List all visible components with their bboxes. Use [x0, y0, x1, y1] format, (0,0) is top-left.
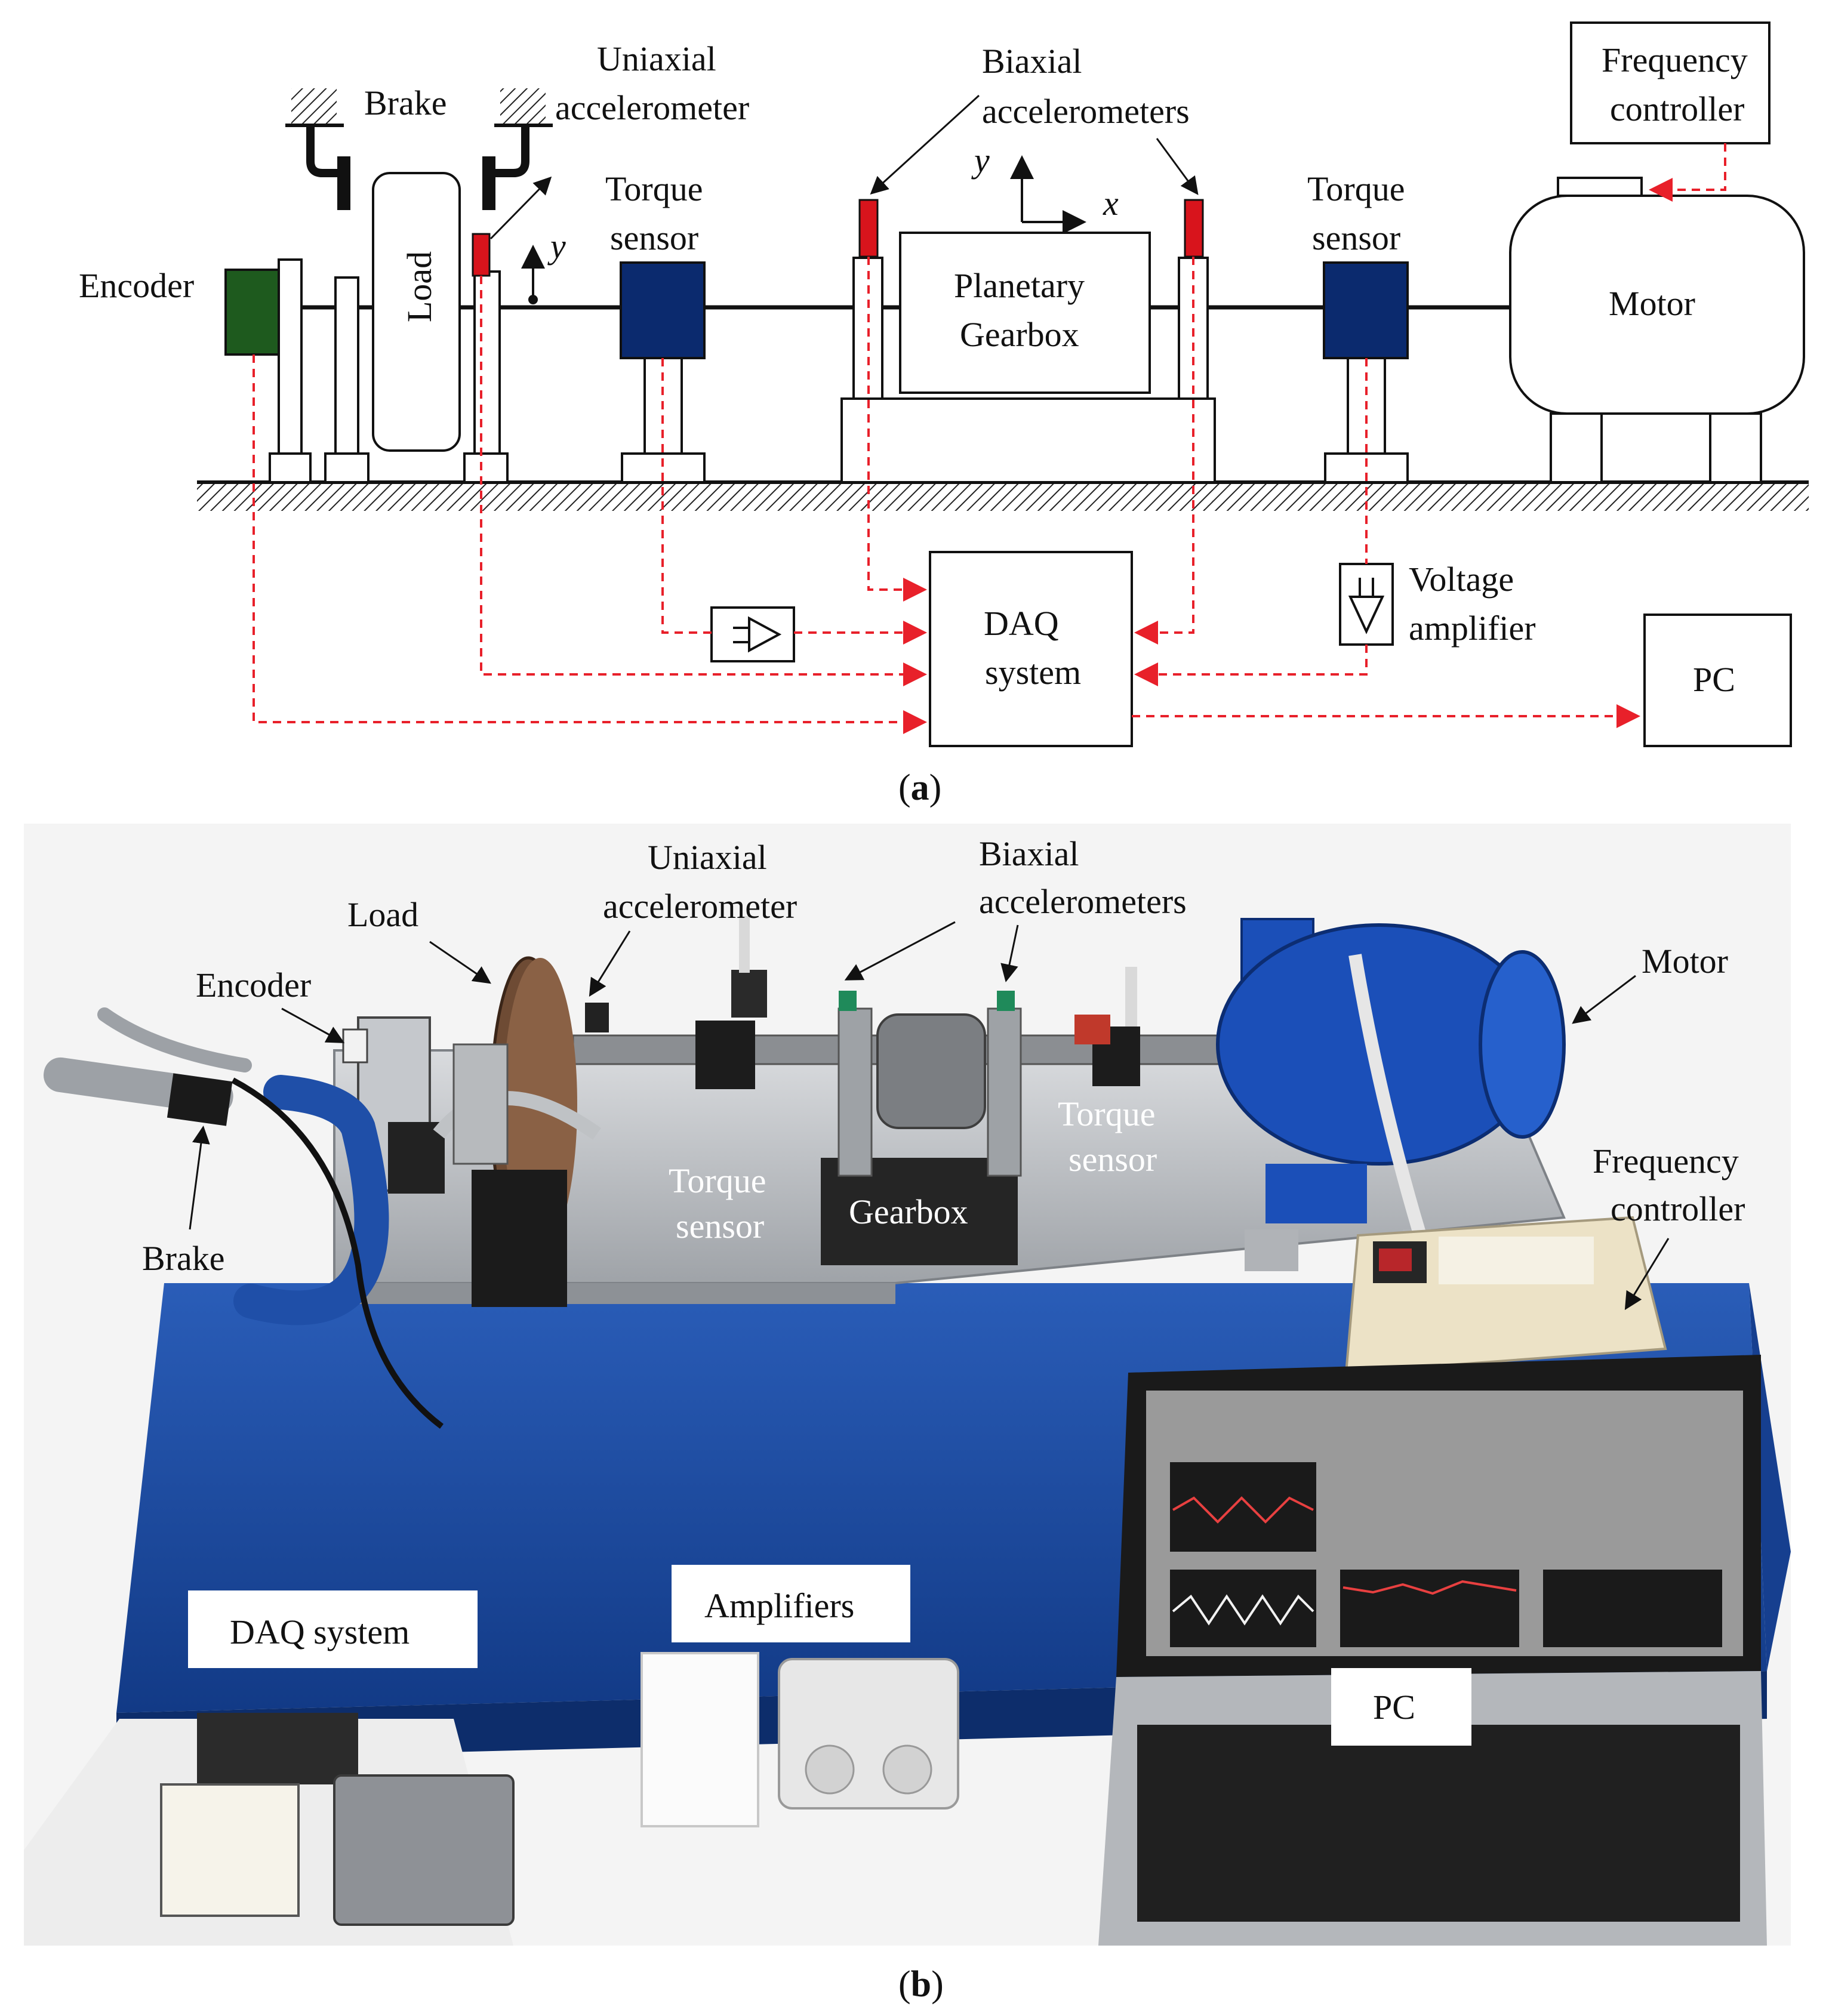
brake-assembly: Brake: [285, 84, 553, 210]
daq-system-box: DAQ system: [929, 551, 1133, 747]
photo-encoder-label: Encoder: [196, 966, 311, 1004]
photo-uniaxial-label-1: Uniaxial: [648, 838, 767, 877]
torque2-label-1: Torque: [1307, 169, 1405, 208]
daq-label-2: system: [985, 653, 1081, 692]
freq-label-2: controller: [1610, 90, 1744, 128]
uniaxial-label-1: Uniaxial: [597, 39, 716, 78]
biaxial-label-2: accelerometers: [982, 92, 1190, 131]
planetary-label-2: Gearbox: [960, 315, 1079, 354]
photo-torque1-label-2: sensor: [676, 1207, 764, 1246]
voltage-label-2: amplifier: [1409, 609, 1536, 648]
motor-block: Motor: [1509, 177, 1805, 483]
caption-a: (a): [898, 767, 941, 808]
bearing-supports: [269, 258, 509, 483]
photo-torque-sensor-2: [1074, 967, 1140, 1086]
torque-sensor-1: Torque sensor: [605, 169, 706, 483]
voltage-amplifier-symbol: Voltage amplifier: [1339, 560, 1536, 648]
torque-amplifier-symbol: [710, 606, 795, 662]
caption-b: (b): [898, 1964, 944, 2005]
frequency-controller-box: Frequency controller: [1570, 21, 1771, 202]
photo-gearbox: [821, 991, 1022, 1265]
photo-freq-label-2: controller: [1611, 1189, 1745, 1228]
photo-load-label: Load: [347, 895, 418, 934]
load-block: Load: [372, 172, 461, 452]
photo-load-disc: [433, 956, 609, 1307]
photo-daq-hardware: [24, 1713, 515, 1946]
torque1-label-1: Torque: [605, 169, 703, 208]
axis-y: y: [971, 141, 990, 180]
voltage-label-1: Voltage: [1409, 560, 1514, 599]
photo-amplifiers: [641, 1652, 959, 1827]
photo-encoder: [342, 1016, 445, 1194]
planetary-gearbox: Planetary Gearbox Biaxial accelerometers…: [840, 42, 1216, 483]
photo-frequency-controller: [1344, 1216, 1667, 1374]
uniaxial-label-2: accelerometer: [555, 88, 749, 127]
photo-torque-sensor-1: [695, 916, 767, 1089]
photo-labels: Load Uniaxial accelerometer Biaxial acce…: [142, 834, 1745, 1746]
photo-torque1-label-1: Torque: [669, 1161, 766, 1200]
photo-laptop: [1098, 1355, 1767, 1946]
photo-biaxial-label-2: accelerometers: [979, 882, 1187, 921]
photo-daq-label: DAQ system: [230, 1613, 409, 1651]
axis-x: x: [1103, 184, 1119, 223]
uniaxial-accelerometer: Uniaxial accelerometer y: [472, 39, 749, 304]
torque1-label-2: sensor: [610, 218, 698, 257]
freq-label-1: Frequency: [1602, 41, 1748, 79]
photo-freq-label-1: Frequency: [1593, 1142, 1739, 1180]
signal-lines: [253, 257, 1640, 734]
photo-torque2-label-1: Torque: [1058, 1095, 1155, 1133]
planetary-label-1: Planetary: [954, 266, 1085, 305]
photo-panel: Load Uniaxial accelerometer Biaxial acce…: [24, 824, 1791, 2005]
pc-label: PC: [1693, 660, 1735, 699]
photo-uniaxial-label-2: accelerometer: [603, 887, 797, 926]
photo-amplifiers-label: Amplifiers: [704, 1586, 854, 1625]
load-label: Load: [400, 251, 439, 322]
motor-label: Motor: [1609, 284, 1695, 323]
photo-brake-label: Brake: [142, 1239, 225, 1278]
encoder-block: Encoder: [79, 266, 282, 356]
photo-biaxial-label-1: Biaxial: [979, 834, 1079, 873]
photo-motor-label: Motor: [1642, 942, 1728, 981]
daq-label-1: DAQ: [984, 604, 1059, 643]
torque-sensor-2: Torque sensor: [1307, 169, 1409, 483]
photo-gearbox-label: Gearbox: [849, 1192, 968, 1231]
encoder-label: Encoder: [79, 266, 194, 305]
axis-y-small: y: [547, 227, 566, 266]
torque2-label-2: sensor: [1312, 218, 1400, 257]
photo-brake-handle: [43, 1007, 444, 1429]
biaxial-label-1: Biaxial: [982, 42, 1082, 81]
photo-torque2-label-2: sensor: [1069, 1140, 1157, 1179]
pc-box: PC: [1643, 614, 1792, 747]
photo-pc-label: PC: [1373, 1688, 1415, 1727]
brake-label: Brake: [364, 84, 447, 122]
schematic-panel: Encoder Load Brake: [79, 21, 1809, 808]
ground: [197, 480, 1809, 511]
